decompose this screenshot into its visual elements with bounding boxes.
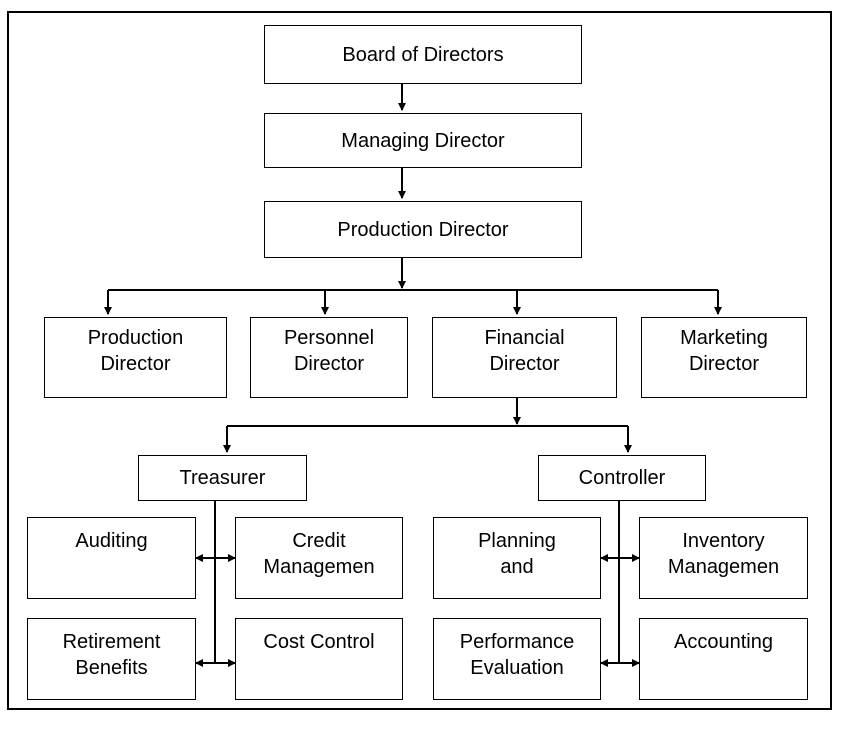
node-accounting: Accounting [639, 618, 808, 700]
node-controller: Controller [538, 455, 706, 501]
node-label: Board of Directors [342, 43, 504, 66]
node-label: Credit Managemen [263, 530, 375, 578]
node-label: Managing Director [341, 129, 505, 152]
node-label: Treasurer [179, 467, 266, 489]
node-label: Planning and [478, 530, 556, 578]
node-managing-director: Managing Director [264, 113, 582, 168]
node-production-director: Production Director [44, 317, 227, 398]
node-label: Performance Evaluation [459, 631, 575, 679]
node-label: Retirement Benefits [62, 631, 161, 679]
node-production-director-main: Production Director [264, 201, 582, 258]
node-personnel-director: Personnel Director [250, 317, 408, 398]
diagram-frame [7, 11, 832, 710]
node-marketing-director: Marketing Director [641, 317, 807, 398]
node-label: Accounting [674, 631, 773, 653]
node-label: Production Director [87, 327, 184, 375]
node-auditing: Auditing [27, 517, 196, 599]
node-financial-director: Financial Director [432, 317, 617, 398]
node-label: Marketing Director [680, 327, 768, 375]
node-performance-evaluation: Performance Evaluation [433, 618, 601, 700]
node-treasurer: Treasurer [138, 455, 307, 501]
node-inventory-management: Inventory Managemen [639, 517, 808, 599]
node-label: Controller [578, 467, 666, 489]
node-credit-management: Credit Managemen [235, 517, 403, 599]
node-label: Auditing [75, 530, 148, 552]
node-label: Financial Director [484, 327, 565, 375]
node-cost-control: Cost Control [235, 618, 403, 700]
node-planning: Planning and [433, 517, 601, 599]
node-label: Inventory Managemen [667, 530, 780, 578]
node-retirement-benefits: Retirement Benefits [27, 618, 196, 700]
node-label: Cost Control [263, 631, 375, 653]
node-label: Personnel Director [283, 327, 375, 375]
node-board-of-directors: Board of Directors [264, 25, 582, 84]
node-label: Production Director [337, 218, 509, 241]
